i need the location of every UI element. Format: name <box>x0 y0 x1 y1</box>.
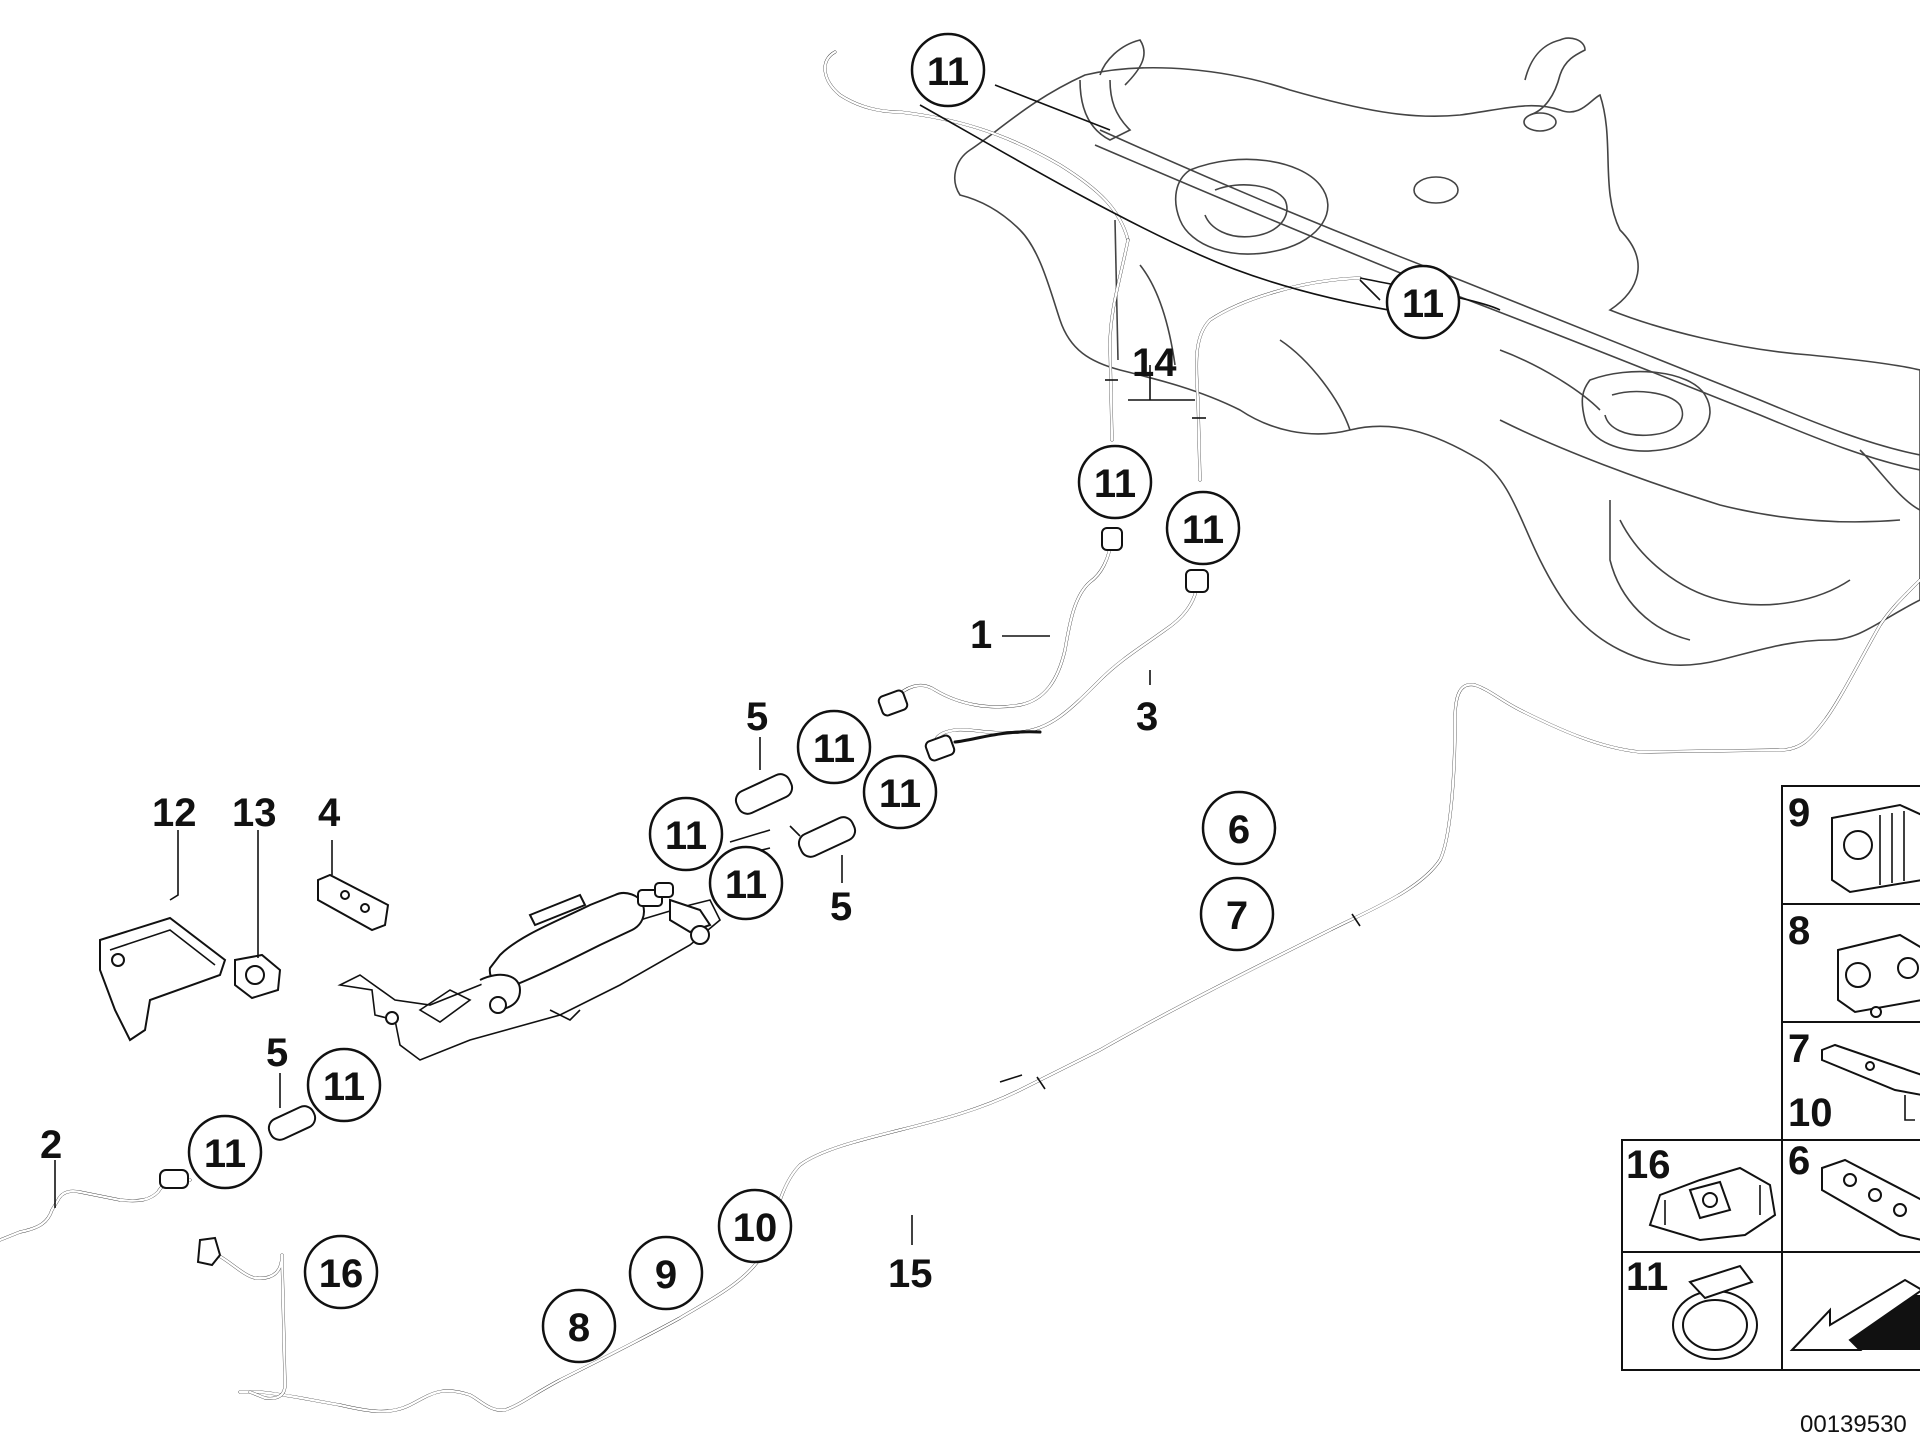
svg-text:11: 11 <box>1094 462 1136 506</box>
svg-text:9: 9 <box>655 1253 677 1297</box>
callout-9: 9 <box>628 1235 704 1311</box>
legend-label-11: 11 <box>1626 1255 1668 1299</box>
part-4 <box>317 873 390 932</box>
svg-text:7: 7 <box>1226 894 1248 938</box>
clip-8-image <box>1837 933 1920 1018</box>
leader-lines <box>54 84 1381 1245</box>
svg-text:11: 11 <box>1182 508 1224 552</box>
fuel-line-16 <box>196 1236 287 1400</box>
label-2: 2 <box>40 1123 62 1167</box>
fuel-line-15 <box>238 578 1920 1413</box>
fuel-line-1 <box>877 527 1123 717</box>
svg-text:6: 6 <box>1228 808 1250 852</box>
callout-11-a: 11 <box>796 709 872 785</box>
callout-10: 10 <box>717 1188 793 1264</box>
callout-11-line3: 11 <box>1165 490 1241 566</box>
callout-11-b: 11 <box>862 754 938 830</box>
label-12: 12 <box>152 791 197 835</box>
callout-11-tank: 11 <box>1385 264 1461 340</box>
callout-16: 16 <box>303 1234 379 1310</box>
callout-11-line1: 11 <box>1077 444 1153 520</box>
svg-text:16: 16 <box>319 1252 364 1296</box>
hose-leader <box>729 825 801 843</box>
fuel-filter <box>337 882 721 1061</box>
callout-11-d: 11 <box>708 845 784 921</box>
callout-8: 8 <box>541 1288 617 1364</box>
svg-text:11: 11 <box>665 814 707 858</box>
clip-7-image <box>1821 1043 1920 1121</box>
fuel-tank <box>954 37 1920 666</box>
svg-text:11: 11 <box>927 50 969 94</box>
direction-arrow-icon <box>1789 1278 1920 1351</box>
nut-13 <box>234 953 282 1000</box>
label-5-low: 5 <box>266 1031 288 1075</box>
hose-piece-low <box>267 1105 317 1141</box>
legend-label-7: 7 <box>1788 1027 1810 1071</box>
svg-text:11: 11 <box>725 863 767 907</box>
fuel-line-3 <box>924 569 1209 762</box>
tank-fuel-line-upper <box>823 50 1501 482</box>
callout-6: 6 <box>1201 790 1277 866</box>
clip-9-image <box>1831 803 1920 894</box>
label-15: 15 <box>888 1252 933 1296</box>
label-3: 3 <box>1136 695 1158 739</box>
legend-label-16: 16 <box>1626 1143 1671 1187</box>
hose-piece-mid <box>797 816 857 858</box>
svg-text:11: 11 <box>1402 282 1444 326</box>
legend-label-9: 9 <box>1788 791 1810 835</box>
diagram-id: 00139530 <box>1800 1411 1907 1438</box>
callout-11-e: 11 <box>306 1047 382 1123</box>
callout-7: 7 <box>1199 876 1275 952</box>
hose-clamp-11-image <box>1672 1264 1758 1360</box>
label-5-top: 5 <box>746 695 768 739</box>
fuel-line-2 <box>0 1169 192 1242</box>
callout-11-f: 11 <box>187 1114 263 1190</box>
svg-text:8: 8 <box>568 1306 590 1350</box>
hose-piece-top <box>734 773 794 815</box>
svg-text:11: 11 <box>323 1065 365 1109</box>
svg-text:11: 11 <box>813 727 855 771</box>
legend-label-8: 8 <box>1788 909 1810 953</box>
label-14: 14 <box>1132 341 1177 385</box>
legend-label-6: 6 <box>1788 1139 1810 1183</box>
callout-11-top: 11 <box>910 32 986 108</box>
label-5-mid: 5 <box>830 885 852 929</box>
callout-11-c: 11 <box>648 796 724 872</box>
legend-label-10: 10 <box>1788 1091 1833 1135</box>
svg-text:11: 11 <box>204 1132 246 1176</box>
clip-16-image <box>1648 1166 1777 1242</box>
clip-6-image <box>1821 1158 1920 1241</box>
parts-legend: 9 8 7 10 16 6 11 <box>1621 785 1920 1371</box>
label-1: 1 <box>970 613 992 657</box>
svg-text:11: 11 <box>879 772 921 816</box>
bracket-12 <box>99 916 227 1042</box>
svg-text:10: 10 <box>733 1206 778 1250</box>
label-13: 13 <box>232 791 277 835</box>
label-4: 4 <box>318 791 341 835</box>
